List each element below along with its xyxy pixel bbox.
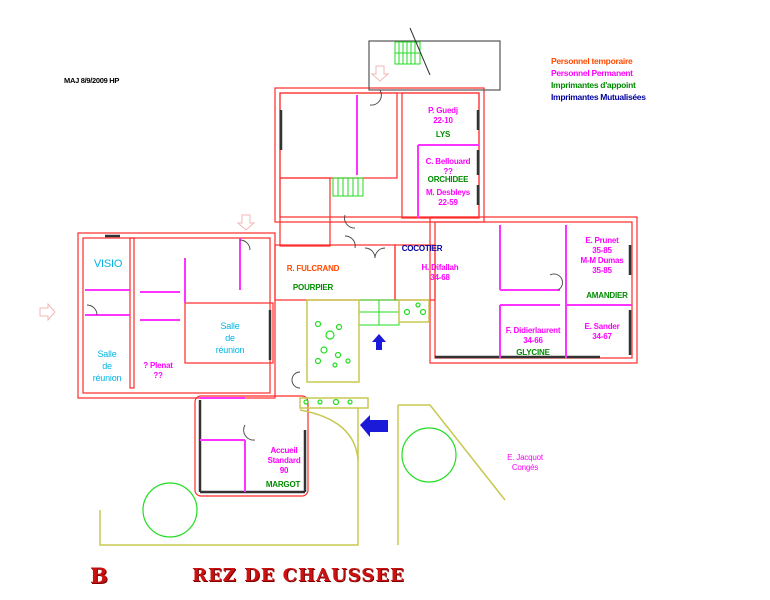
room-glycine-name: GLYCINE: [516, 348, 550, 357]
occupant-phone: ??: [153, 371, 163, 380]
occupant-phone: ??: [443, 167, 453, 176]
room-label-line: réunion: [92, 373, 122, 383]
room-label-line: Salle: [220, 321, 240, 331]
room-pourpier-name: POURPIER: [292, 283, 334, 292]
occupant-phone: 22-10: [433, 116, 453, 125]
occupant-name: P. Guedj: [428, 106, 458, 115]
room-meeting-left: Salle de réunion: [85, 348, 129, 384]
room-orchidee-name: ORCHIDEE: [427, 175, 469, 184]
legend-permanent-staff: Personnel Permanent: [551, 68, 633, 78]
occupant-name: H. Difallah: [421, 263, 459, 272]
building-letter: B: [90, 563, 109, 588]
room-label-line: Salle: [97, 349, 117, 359]
room-label-line: réunion: [215, 345, 245, 355]
occupant-name: C. Bellouard: [425, 157, 471, 166]
occupant-name: M-M Dumas: [580, 256, 624, 265]
occupant-name: E. Prunet: [585, 236, 619, 245]
room-function: Standard: [267, 456, 301, 465]
room-sander-occupant: E. Sander 34-67: [574, 322, 630, 342]
room-lys-name: LYS: [435, 130, 451, 139]
absence-note: E. Jacquot Congés: [500, 453, 550, 473]
room-cocotier-occupant: H. Difallah 34-68: [400, 263, 480, 283]
legend: Personnel temporaire Personnel Permanent…: [551, 55, 646, 103]
occupant-phone: 35-85: [592, 266, 612, 275]
room-orchidee-occupant-1: C. Bellouard ??: [418, 157, 478, 177]
room-pourpier-occupant: R. FULCRAND: [286, 264, 340, 273]
room-orchidee-occupant-2: M. Desbleys 22-59: [418, 188, 478, 208]
occupant-phone: 34-66: [523, 336, 543, 345]
occupant-phone: 90: [279, 466, 289, 475]
room-glycine-occupant: F. Didierlaurent 34-66: [500, 326, 566, 346]
occupant-name: M. Desbleys: [425, 188, 471, 197]
legend-temporary-staff: Personnel temporaire: [551, 56, 633, 66]
floor-title: REZ DE CHAUSSEE: [192, 565, 405, 586]
room-reception-label: Accueil Standard 90: [262, 446, 306, 476]
room-cocotier-name: COCOTIER: [401, 244, 443, 253]
update-note: MAJ 8/9/2009 HP: [64, 76, 120, 85]
room-amandier-name: AMANDIER: [586, 291, 628, 300]
legend-backup-printers: Imprimantes d'appoint: [551, 80, 636, 90]
room-plenat-occupant: ? Plenat ??: [138, 361, 178, 381]
occupant-phone: 22-59: [438, 198, 458, 207]
occupant-name: E. Sander: [584, 322, 620, 331]
room-margot-name: MARGOT: [265, 480, 301, 489]
occupant-phone: 35-85: [592, 246, 612, 255]
occupant-phone: 34-67: [592, 332, 612, 341]
occupant-name: F. Didierlaurent: [505, 326, 561, 335]
absence-status: Congés: [511, 463, 539, 472]
occupant-name: E. Jacquot: [507, 453, 543, 462]
room-function: Accueil: [270, 446, 298, 455]
room-label-line: de: [225, 333, 235, 343]
occupant-name: ? Plenat: [143, 361, 173, 370]
room-lys-occupant: P. Guedj 22-10: [418, 106, 468, 126]
legend-shared-printers: Imprimantes Mutualisées: [551, 92, 646, 102]
occupant-phone: 34-68: [430, 273, 450, 282]
room-label-line: de: [102, 361, 112, 371]
room-visio-name: VISIO: [93, 258, 123, 270]
room-amandier-occupants: E. Prunet 35-85 M-M Dumas 35-85: [574, 236, 630, 276]
room-meeting-center: Salle de réunion: [205, 320, 255, 356]
